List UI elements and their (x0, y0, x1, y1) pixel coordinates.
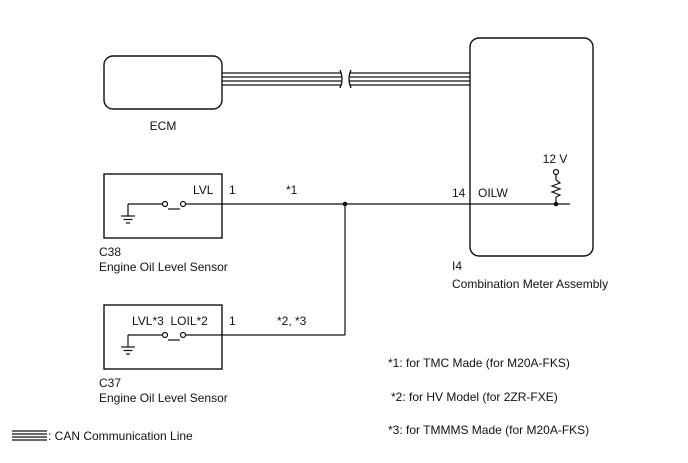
supply-voltage-label: 12 V (543, 152, 568, 166)
wire-upper-note: *1 (286, 183, 298, 197)
ecm-label: ECM (150, 119, 177, 133)
ground-icon (121, 215, 135, 224)
meter-pin-number: 14 (452, 186, 466, 200)
footnote-2: *2: for HV Model (for 2ZR-FXE) (391, 390, 558, 404)
footnote-1: *1: for TMC Made (for M20A-FKS) (388, 356, 570, 370)
sensor-c38-pin-label: LVL (193, 183, 214, 197)
sensor-c37-connector-label: C37 (99, 376, 121, 390)
can-communication-line (222, 69, 470, 89)
can-line-legend-icon (12, 430, 47, 441)
sensor-c37-pin-label: LVL*3 LOIL*2 (132, 314, 208, 328)
sensor-c37-switch (127, 331, 222, 347)
wire-lower-note: *2, *3 (277, 314, 307, 328)
meter-connector-label: I4 (452, 259, 462, 273)
pullup-resistor (550, 168, 562, 204)
meter-box (469, 37, 594, 257)
sensor-c38-box (103, 173, 223, 239)
ecm-box (103, 55, 223, 110)
sensor-c38-switch (127, 200, 222, 216)
sensor-c37-box (103, 304, 223, 370)
ground-icon (121, 346, 135, 355)
meter-name-label: Combination Meter Assembly (452, 277, 608, 291)
meter-pin-label: OILW (478, 186, 508, 200)
sensor-c38-name-label: Engine Oil Level Sensor (99, 260, 228, 274)
sensor-c38-pin-number: 1 (229, 183, 236, 197)
can-line-legend-label: : CAN Communication Line (48, 429, 193, 443)
sensor-c37-pin-number: 1 (229, 314, 236, 328)
sensor-c38-connector-label: C38 (99, 245, 121, 259)
footnote-3: *3: for TMMMS Made (for M20A-FKS) (388, 423, 589, 437)
sensor-c37-name-label: Engine Oil Level Sensor (99, 391, 228, 405)
